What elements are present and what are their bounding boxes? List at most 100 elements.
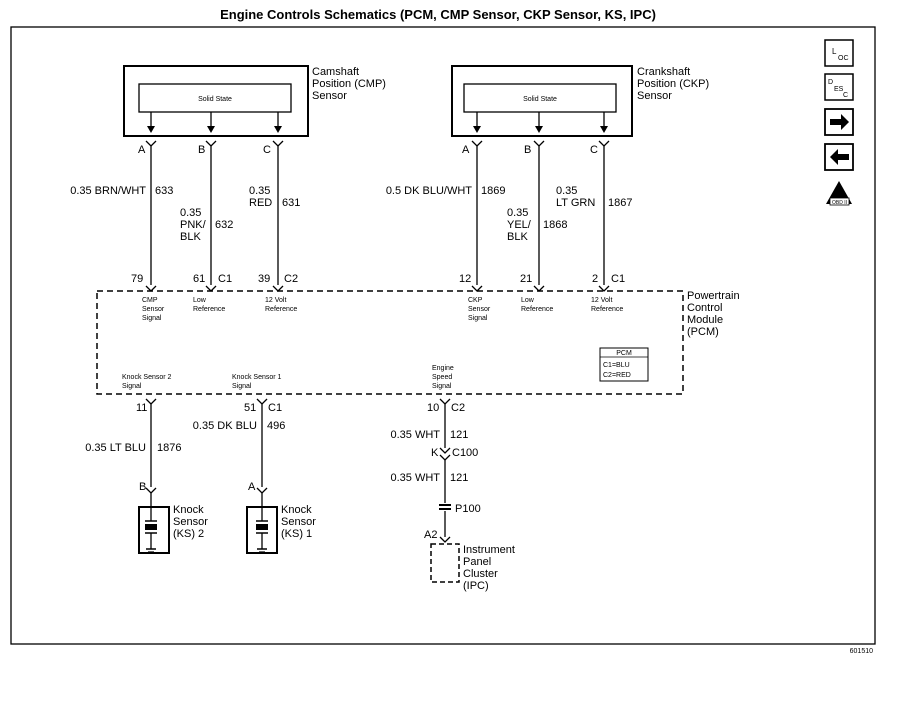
ks1-pin: A xyxy=(248,481,256,493)
c100-label: C100 xyxy=(452,447,478,459)
pcm-pin-39-desc1: 12 Volt xyxy=(265,297,286,304)
pcm-pin-11-desc1: Knock Sensor 2 xyxy=(122,374,172,381)
ipc-wire1-circuit: 121 xyxy=(450,429,468,441)
pcm-connector-79 xyxy=(145,285,157,292)
pcm-pin-11: 11 xyxy=(136,402,147,414)
ks2-wire-circuit: 1876 xyxy=(157,442,181,454)
cmp-pin-b: B xyxy=(198,144,205,156)
pcm-pin-2: 2 xyxy=(592,273,598,285)
ipc-name-line2: Panel xyxy=(463,556,491,568)
outer-frame xyxy=(10,26,876,645)
p100-label: P100 xyxy=(455,503,481,515)
cmp-sensor: Solid State Camshaft Position (CMP) Sens… xyxy=(123,65,386,137)
pcm-pin-2-conn: C1 xyxy=(611,273,625,285)
cmp-connector-b xyxy=(205,140,217,147)
pcm-name-line2: Control xyxy=(687,302,722,314)
pcm-pin-61-desc2: Reference xyxy=(193,306,225,313)
back-arrow-icon[interactable] xyxy=(824,143,854,171)
pcm-module xyxy=(96,290,684,395)
pcm-legend-c1: C1=BLU xyxy=(603,362,630,369)
pcm-pin-12-desc1: CKP xyxy=(468,297,483,304)
cmp-wire-b-gauge: 0.35 xyxy=(180,207,201,219)
ipc-wire2-label: 0.35 WHT xyxy=(390,472,440,484)
pcm-pin-10-desc3: Signal xyxy=(432,383,452,390)
cmp-inner-label: Solid State xyxy=(198,96,232,103)
ks1-sensor xyxy=(246,493,278,554)
pcm-legend: PCM C1=BLU C2=RED xyxy=(599,347,649,382)
ckp-name-line1: Crankshaft xyxy=(637,66,690,78)
pcm-connector-61 xyxy=(205,285,217,292)
pcm-name-line4: (PCM) xyxy=(687,326,719,338)
pcm-pin-61-conn: C1 xyxy=(218,273,232,285)
cmp-wire-c-circuit: 631 xyxy=(282,197,300,209)
desc-icon-text-c: C xyxy=(843,92,848,99)
ckp-name-line3: Sensor xyxy=(637,90,672,102)
pcm-pin-2-desc2: Reference xyxy=(591,306,623,313)
pcm-connector-11 xyxy=(145,398,157,405)
pcm-pin-79-desc2: Sensor xyxy=(142,306,165,313)
cmp-wire-a-circuit: 633 xyxy=(155,185,173,197)
pcm-pin-79: 79 xyxy=(131,273,143,285)
pcm-pin-10-desc2: Speed xyxy=(432,374,452,381)
ckp-pin-c: C xyxy=(590,144,598,156)
ks1-name-line2: Sensor xyxy=(281,516,316,528)
ckp-pin-b: B xyxy=(524,144,531,156)
pcm-pin-21-desc2: Reference xyxy=(521,306,553,313)
cmp-wire-b-circuit: 632 xyxy=(215,219,233,231)
pcm-pin-39: 39 xyxy=(258,273,270,285)
pcm-connector-10 xyxy=(439,398,451,405)
ipc-name-line1: Instrument xyxy=(463,544,515,556)
caution-icon[interactable]: OBD II xyxy=(826,181,852,206)
c100-connector-bottom xyxy=(439,454,451,461)
pcm-pin-10-desc1: Engine xyxy=(432,365,454,372)
ipc-wire1-label: 0.35 WHT xyxy=(390,429,440,441)
pcm-connector-39 xyxy=(272,285,284,292)
pcm-connector-21 xyxy=(533,285,545,292)
ckp-pin-a: A xyxy=(462,144,470,156)
pcm-legend-c2: C2=RED xyxy=(603,372,631,379)
pcm-name-line1: Powertrain xyxy=(687,290,740,302)
ckp-connector-c xyxy=(598,140,610,147)
pcm-pin-51-desc1: Knock Sensor 1 xyxy=(232,374,282,381)
pcm-pin-51-conn: C1 xyxy=(268,402,282,414)
cmp-internal-leads xyxy=(147,112,282,133)
ks2-name-line1: Knock xyxy=(173,504,204,516)
desc-icon[interactable]: D ES C xyxy=(824,73,854,101)
pcm-pin-51-desc2: Signal xyxy=(232,383,252,390)
ckp-wire-b-circuit: 1868 xyxy=(543,219,567,231)
cmp-connector-a xyxy=(145,140,157,147)
diagram-title: Engine Controls Schematics (PCM, CMP Sen… xyxy=(220,7,656,22)
pcm-pin-21: 21 xyxy=(520,273,532,285)
ipc-module xyxy=(430,543,460,583)
ckp-wire-b-gauge: 0.35 xyxy=(507,207,528,219)
ks2-name-line2: Sensor xyxy=(173,516,208,528)
pcm-pin-12-desc2: Sensor xyxy=(468,306,491,313)
pcm-pin-79-desc3: Signal xyxy=(142,315,162,322)
ckp-sensor: Solid State Crankshaft Position (CKP) Se… xyxy=(451,65,709,137)
next-arrow-icon[interactable] xyxy=(824,108,854,136)
loc-icon[interactable]: L OC xyxy=(824,39,854,67)
loc-icon-text-oc: OC xyxy=(838,55,849,62)
figure-number: 601510 xyxy=(850,648,873,655)
cmp-name-line2: Position (CMP) xyxy=(312,78,386,90)
cmp-wire-b-color2: BLK xyxy=(180,231,201,243)
pcm-pin-79-desc1: CMP xyxy=(142,297,158,304)
ckp-connector-b xyxy=(533,140,545,147)
ks2-pin: B xyxy=(139,481,146,493)
c100-connector-top xyxy=(439,447,451,454)
pcm-pin-12-desc3: Signal xyxy=(468,315,488,322)
ckp-internal-leads xyxy=(473,112,608,133)
c100-pin: K xyxy=(431,447,439,459)
ipc-name-line3: Cluster xyxy=(463,568,498,580)
pcm-pin-10-conn: C2 xyxy=(451,402,465,414)
cmp-connector-c xyxy=(272,140,284,147)
pcm-pin-12: 12 xyxy=(459,273,471,285)
ckp-wire-a-label: 0.5 DK BLU/WHT xyxy=(386,185,472,197)
ks2-wire-label: 0.35 LT BLU xyxy=(85,442,146,454)
cmp-wire-a-label: 0.35 BRN/WHT xyxy=(70,185,146,197)
cmp-wire-b-color1: PNK/ xyxy=(180,219,207,231)
cmp-name-line1: Camshaft xyxy=(312,66,359,78)
ks1-connector xyxy=(256,487,268,494)
ks1-wire-label: 0.35 DK BLU xyxy=(193,420,257,432)
loc-icon-text-l: L xyxy=(832,47,837,56)
